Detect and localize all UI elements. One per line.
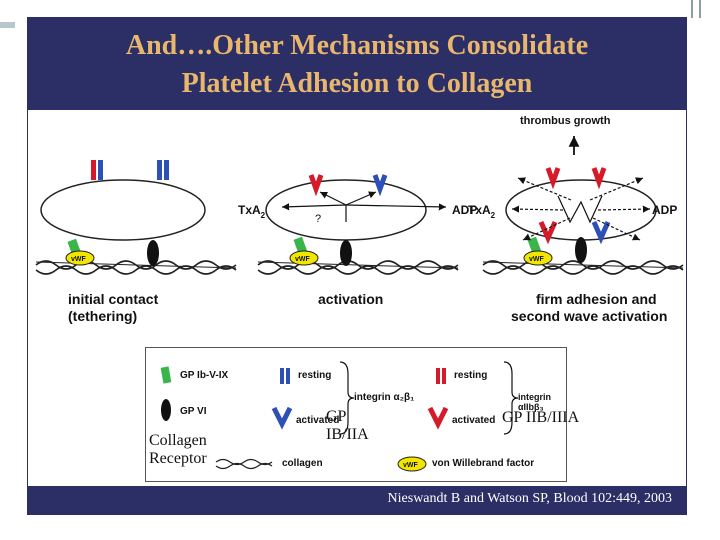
panel-label-firm-adhesion: firm adhesion and second wave activation (511, 291, 667, 325)
legend-gp-ib: GP Ib-V-IX (180, 370, 229, 381)
legend-gp-vi: GP VI (180, 406, 207, 417)
vwf-label: vWF (529, 256, 545, 263)
legend-integrin-a2b1: integrin α₂β₁ (354, 392, 415, 403)
resting-red-symbol (442, 368, 446, 384)
resting-blue-symbol (286, 368, 290, 384)
panel-label-line: initial contact (68, 291, 159, 307)
gp-iib-iiia-annotation: GP IIB/IIIA (502, 409, 580, 426)
collagen-fiber (35, 260, 237, 275)
legend-symbols: vWF (160, 361, 519, 472)
legend: vWF GP Ib-V-IX GP VI resting activated i… (145, 347, 567, 482)
legend-resting: resting (298, 370, 332, 381)
decorative-bar (0, 22, 15, 28)
integrin-resting (91, 160, 103, 180)
thrombus-growth-label: thrombus growth (520, 115, 611, 127)
gp-ib-receptor (527, 236, 542, 255)
vwf-symbol-label: vWF (403, 462, 419, 469)
txa2-label: TxA2 (238, 203, 266, 220)
signaling-arrows (511, 136, 651, 241)
annotation-line: IB/IIA (326, 426, 369, 443)
question-mark: ? (315, 213, 321, 225)
legend-integrin-aiib: integrin αIIbβ₃ (518, 392, 551, 412)
footer-band: Nieswandt B and Watson SP, Blood 102:449… (28, 486, 686, 514)
resting-red-symbol (436, 368, 440, 384)
brace (503, 361, 519, 435)
gp-ib-receptor (293, 236, 308, 255)
panel-label-activation: activation (318, 291, 383, 308)
annotation-line: Collagen (149, 432, 207, 449)
panel-label-initial-contact: initial contact (tethering) (68, 291, 158, 325)
gp-ib-iia-annotation: GP IB/IIA (326, 408, 369, 444)
annotation-line: Receptor (149, 450, 207, 467)
gp-ib-symbol (160, 366, 172, 384)
collagen-symbol (215, 458, 273, 470)
collagen-fiber (482, 260, 684, 275)
integrin-activated (591, 167, 607, 190)
adp-label: ADP (452, 203, 477, 217)
panel-label-line: second wave activation (511, 308, 668, 324)
txa2-label: TxA2 (468, 203, 496, 220)
vwf-label: vWF (71, 256, 87, 263)
integrin-activated (591, 220, 611, 245)
title-band: And….Other Mechanisms Consolidate Platel… (28, 18, 686, 110)
integrin-activated (308, 174, 324, 197)
platelet (505, 179, 657, 241)
panel-label-line: (tethering) (68, 308, 138, 324)
integrin-activated (545, 167, 561, 190)
decorative-line (691, 0, 693, 18)
panel-label-line: firm adhesion and (536, 291, 657, 307)
collagen-fiber (257, 260, 459, 275)
adp-label: ADP (652, 203, 677, 217)
slide: And….Other Mechanisms Consolidate Platel… (27, 17, 687, 515)
activated-red-symbol (427, 406, 449, 430)
integrin-activated (372, 174, 388, 197)
slide-title-line-1: And….Other Mechanisms Consolidate (125, 30, 589, 61)
signaling-arrows (281, 191, 447, 222)
legend-activated: activated (296, 415, 340, 426)
citation: Nieswandt B and Watson SP, Blood 102:449… (387, 491, 672, 506)
integrin-activated (538, 220, 558, 245)
gp-vi-receptor (575, 237, 587, 263)
decorative-line (699, 0, 701, 18)
vwf-molecule (289, 250, 319, 266)
annotation-line: GP (326, 408, 347, 425)
vwf-molecule (523, 250, 553, 266)
brace (339, 361, 355, 435)
legend-collagen: collagen (282, 458, 323, 469)
vwf-molecule (65, 250, 95, 266)
vwf-symbol (397, 456, 427, 472)
panel-label-line: activation (318, 291, 384, 307)
resting-blue-symbol (280, 368, 284, 384)
legend-vwf-full: von Willebrand factor (432, 458, 535, 469)
legend-resting: resting (454, 370, 488, 381)
collagen-receptor-annotation: Collagen Receptor (149, 432, 207, 468)
platelet (40, 179, 206, 241)
gp-vi-symbol (161, 399, 171, 421)
gp-vi-receptor (147, 240, 159, 266)
vwf-label: vWF (295, 256, 311, 263)
activated-blue-symbol (271, 406, 293, 430)
platelet-diagram: vWF vWF ? TxA2 ADP vWF (35, 115, 684, 275)
slide-title-line-2: Platelet Adhesion to Collagen (181, 68, 533, 99)
gp-vi-receptor (340, 240, 352, 266)
integrin-resting (157, 160, 169, 180)
legend-activated: activated (452, 415, 496, 426)
